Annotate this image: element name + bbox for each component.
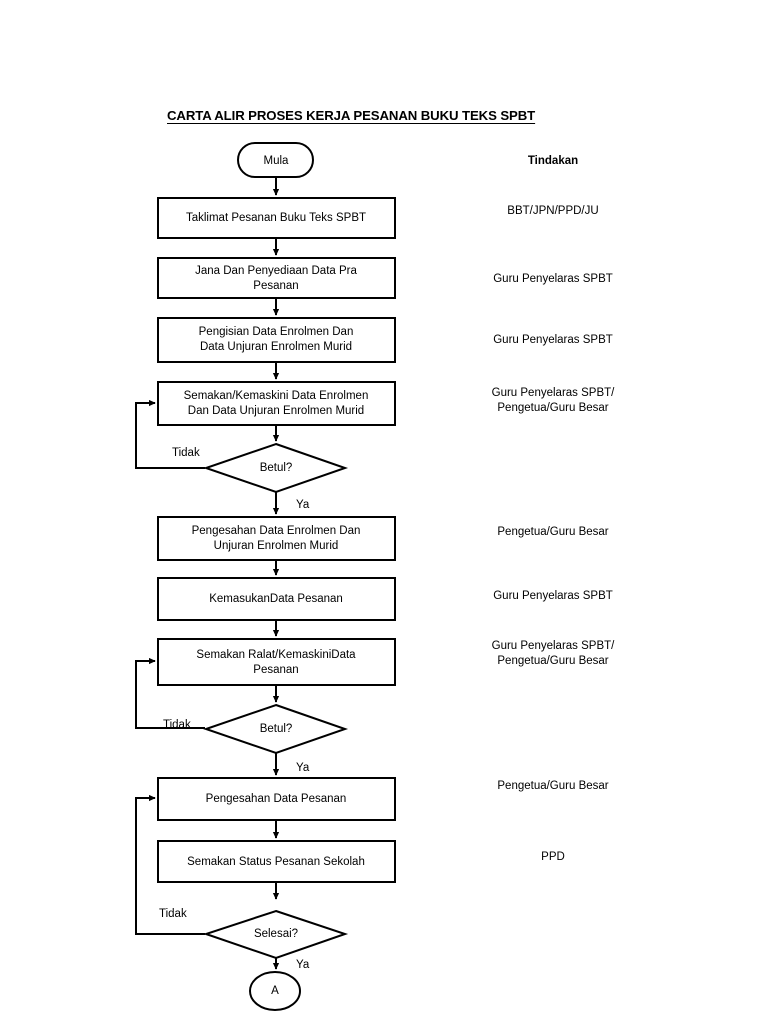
- decision3-no-label: Tidak: [159, 908, 187, 920]
- process-step1[interactable]: Taklimat Pesanan Buku Teks SPBT: [157, 197, 396, 239]
- decision2-shape: [202, 703, 349, 755]
- process-step3-label-line1: Pengisian Data Enrolmen Dan: [199, 326, 354, 338]
- action-step1: BBT/JPN/PPD/JU: [507, 205, 598, 217]
- decision1-shape: [202, 442, 349, 494]
- process-step6[interactable]: KemasukanData Pesanan: [157, 577, 396, 621]
- action-step4-line1: Guru Penyelaras SPBT/: [492, 387, 616, 399]
- action-step7-line1: Guru Penyelaras SPBT/: [492, 640, 616, 652]
- process-step1-shape: [157, 197, 396, 239]
- process-step5-shape: [157, 516, 396, 561]
- process-step3-shape: [157, 317, 396, 363]
- decision2-yes-label: Ya: [296, 762, 310, 774]
- process-step6-label: KemasukanData Pesanan: [209, 593, 343, 605]
- process-step7-label-line1: Semakan Ralat/KemaskiniData: [196, 649, 356, 661]
- process-step2-label-line1: Jana Dan Penyediaan Data Pra: [195, 265, 357, 277]
- action-step4-line2: Pengetua/Guru Besar: [497, 402, 608, 414]
- loopback-decision3-no: [135, 794, 205, 935]
- action-step7-line2: Pengetua/Guru Besar: [497, 655, 608, 667]
- process-step5-label-line1: Pengesahan Data Enrolmen Dan: [192, 525, 361, 537]
- process-step4-label-line2: Dan Data Unjuran Enrolmen Murid: [188, 405, 364, 417]
- action-step9: PPD: [541, 851, 565, 863]
- process-step9-shape: [157, 840, 396, 883]
- terminator-start[interactable]: Mula: [237, 142, 314, 178]
- decision2-no-label: Tidak: [163, 719, 191, 731]
- process-step9[interactable]: Semakan Status Pesanan Sekolah: [157, 840, 396, 883]
- decision3-label: Selesai?: [254, 928, 298, 940]
- process-step5-label-line2: Unjuran Enrolmen Murid: [214, 540, 339, 552]
- process-step4[interactable]: Semakan/Kemaskini Data Enrolmen Dan Data…: [157, 381, 396, 426]
- process-step4-shape: [157, 381, 396, 426]
- process-step6-shape: [157, 577, 396, 621]
- action-step8: Pengetua/Guru Besar: [497, 780, 608, 792]
- process-step7-label-line2: Pesanan: [253, 664, 298, 676]
- decision3-yes-label: Ya: [296, 959, 310, 971]
- process-step1-label: Taklimat Pesanan Buku Teks SPBT: [186, 212, 366, 224]
- process-step3-label-line2: Data Unjuran Enrolmen Murid: [200, 341, 352, 353]
- decision2-label: Betul?: [260, 723, 293, 735]
- process-step2-shape: [157, 257, 396, 299]
- connector-end-shape: [249, 971, 301, 1011]
- process-step2[interactable]: Jana Dan Penyediaan Data Pra Pesanan: [157, 257, 396, 299]
- process-step8[interactable]: Pengesahan Data Pesanan: [157, 777, 396, 821]
- process-step8-shape: [157, 777, 396, 821]
- decision1-label: Betul?: [260, 462, 293, 474]
- loopback-decision1-no: [135, 399, 205, 469]
- process-step5[interactable]: Pengesahan Data Enrolmen Dan Unjuran Enr…: [157, 516, 396, 561]
- action-step5: Pengetua/Guru Besar: [497, 526, 608, 538]
- loopback-decision2-no: [135, 657, 205, 729]
- action-step6: Guru Penyelaras SPBT: [493, 590, 613, 602]
- process-step7[interactable]: Semakan Ralat/KemaskiniData Pesanan: [157, 638, 396, 686]
- page-title: CARTA ALIR PROSES KERJA PESANAN BUKU TEK…: [167, 108, 536, 123]
- process-step8-label: Pengesahan Data Pesanan: [206, 793, 347, 805]
- decision3[interactable]: Selesai? Tidak Ya: [159, 908, 349, 971]
- process-step4-label-line1: Semakan/Kemaskini Data Enrolmen: [184, 390, 369, 402]
- decision1-no-label: Tidak: [172, 447, 200, 459]
- decision1-yes-label: Ya: [296, 499, 310, 511]
- connector-end[interactable]: A: [249, 971, 301, 1011]
- terminator-start-label: Mula: [264, 155, 290, 167]
- terminator-start-shape: [237, 142, 314, 178]
- action-column-header: Tindakan: [528, 155, 578, 167]
- connector-end-label: A: [271, 985, 279, 997]
- process-step9-label: Semakan Status Pesanan Sekolah: [187, 856, 365, 868]
- action-step3: Guru Penyelaras SPBT: [493, 334, 613, 346]
- action-step2: Guru Penyelaras SPBT: [493, 273, 613, 285]
- decision2[interactable]: Betul? Tidak Ya: [163, 703, 349, 774]
- decision3-shape: [202, 909, 349, 960]
- process-step3[interactable]: Pengisian Data Enrolmen Dan Data Unjuran…: [157, 317, 396, 363]
- decision1[interactable]: Betul? Tidak Ya: [172, 442, 349, 511]
- action-column: Tindakan BBT/JPN/PPD/JU Guru Penyelaras …: [492, 155, 616, 863]
- process-step2-label-line2: Pesanan: [253, 280, 298, 292]
- process-step7-shape: [157, 638, 396, 686]
